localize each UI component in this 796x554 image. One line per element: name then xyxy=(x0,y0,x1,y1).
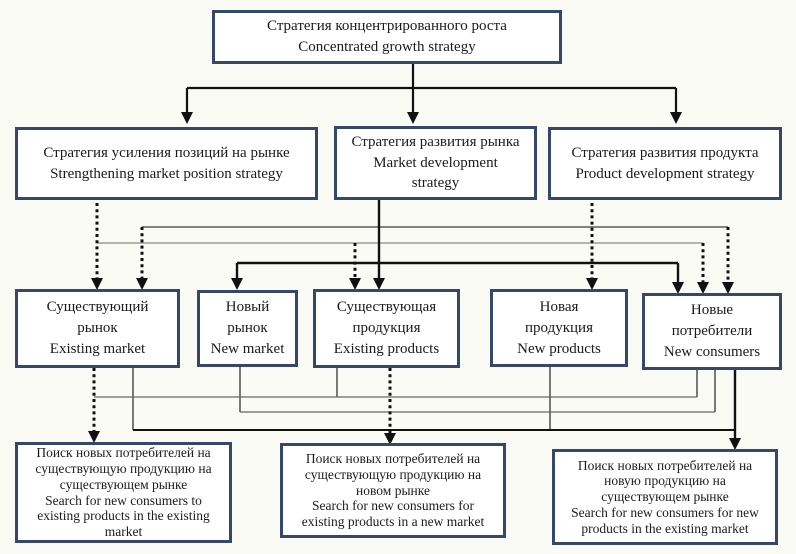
box-text-line: Поиск новых потребителей на xyxy=(36,445,211,461)
box-text-line: New consumers xyxy=(663,344,761,360)
box-text-line: Search for new consumers for xyxy=(312,498,474,514)
box-text-line: продукция xyxy=(525,319,593,336)
box-text-line: новом рынке xyxy=(356,482,430,498)
box-text-line: Search for new consumers for new xyxy=(571,504,759,520)
box-text-line: strategy xyxy=(411,175,460,192)
box-text-line: market xyxy=(104,523,143,539)
box-text-line: Стратегия развития рынка xyxy=(351,134,520,151)
box-text-line: Новая xyxy=(539,298,579,315)
box-text-line: существующую продукцию на xyxy=(304,466,482,482)
middle-bus-lines xyxy=(97,226,728,265)
box-text-line: рынок xyxy=(77,320,118,336)
bottom-thin-lines xyxy=(94,367,735,431)
bottom-arrowheads xyxy=(88,431,741,450)
middle-arrowheads xyxy=(91,278,734,294)
box-text-line: Существующий xyxy=(46,299,149,315)
middle-solid-arrows xyxy=(235,200,680,283)
box-text-line: новую продукцию на xyxy=(604,473,726,489)
box-text-line: Стратегия концентрированного роста xyxy=(267,18,507,34)
box-text-line: Новые xyxy=(690,302,734,318)
box-text-line: продукция xyxy=(352,320,421,336)
bottom-dotted-arrows xyxy=(92,368,392,433)
box-text-line: рынок xyxy=(227,320,268,336)
box-text-line: Существующая xyxy=(336,299,437,315)
box-text-line: Новый xyxy=(225,299,270,315)
box-text-line: New products xyxy=(517,340,601,357)
box-text-line: Existing market xyxy=(49,341,146,357)
box-text-line: Search for new consumers to xyxy=(45,492,202,508)
box-text-line: Product development strategy xyxy=(575,165,755,182)
top-connectors xyxy=(185,64,678,113)
box-text-line: existing products in a new market xyxy=(301,514,485,530)
box-text-line: products in the existing market xyxy=(581,520,749,536)
box-text-line: New market xyxy=(210,341,285,357)
box-text-line: потребители xyxy=(671,323,753,339)
box-text-line: Concentrated growth strategy xyxy=(298,39,476,55)
box-text-line: существующую продукцию на xyxy=(35,461,212,477)
box-text-line: Стратегия усиления позиций на рынке xyxy=(43,145,290,161)
top-arrowheads xyxy=(181,112,682,124)
middle-dotted-arrows xyxy=(95,203,730,282)
box-text-line: существующем рынке xyxy=(601,489,729,505)
box-text-line: Поиск новых потребителей на xyxy=(577,457,753,473)
box-text-line: Strengthening market position strategy xyxy=(50,165,283,182)
box-text-line: existing products in the existing xyxy=(37,508,210,524)
box-text-line: существующем рынке xyxy=(59,476,188,492)
box-text-line: Market development xyxy=(373,154,498,171)
box-text-line: Стратегия развития продукта xyxy=(571,145,759,161)
box-text-line: Existing products xyxy=(333,341,440,357)
box-text-line: Поиск новых потребителей на xyxy=(305,451,481,467)
